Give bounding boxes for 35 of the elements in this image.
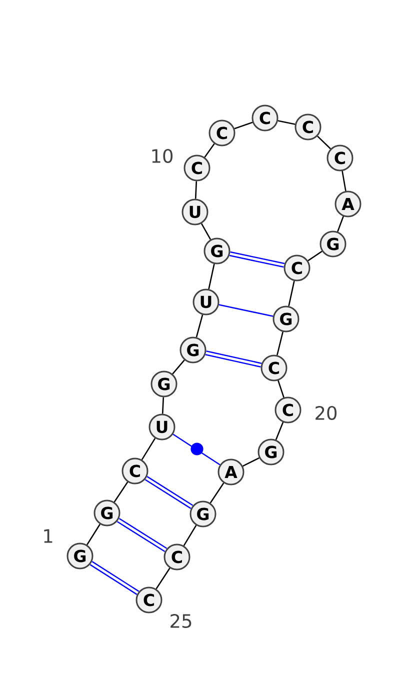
position-number: 20 bbox=[316, 406, 337, 420]
backbone-line bbox=[162, 397, 164, 414]
backbone-line bbox=[288, 280, 295, 306]
backbone-line bbox=[342, 170, 346, 192]
backbone-line bbox=[234, 122, 253, 130]
backbone-line bbox=[183, 525, 197, 546]
base-pair-line bbox=[90, 561, 140, 595]
base-pair-line bbox=[229, 251, 285, 268]
backbone-line bbox=[204, 143, 215, 158]
position-number: 25 bbox=[170, 614, 192, 628]
backbone-line bbox=[200, 223, 212, 240]
backbone-line bbox=[172, 360, 185, 374]
position-number: 10 bbox=[152, 149, 173, 163]
backbone-line bbox=[210, 482, 224, 504]
backbone-line bbox=[242, 457, 260, 467]
base-pair-line bbox=[144, 476, 194, 509]
backbone-line bbox=[317, 136, 331, 150]
backbone-line bbox=[208, 264, 215, 290]
backbone-line bbox=[194, 181, 198, 199]
backbone-line bbox=[86, 524, 100, 546]
base-pair-line bbox=[116, 518, 168, 552]
backbone-line bbox=[278, 120, 296, 125]
backbone-line bbox=[275, 422, 284, 440]
backbone-line bbox=[114, 482, 128, 502]
position-number: 1 bbox=[44, 529, 52, 543]
backbone-line bbox=[278, 380, 284, 398]
base-pair-line bbox=[218, 304, 274, 317]
backbone-line bbox=[141, 438, 156, 460]
base-pair-line bbox=[172, 434, 220, 466]
backbone-line bbox=[337, 216, 344, 232]
backbone-line bbox=[196, 314, 204, 338]
base-pair-line bbox=[205, 350, 262, 368]
backbone-line bbox=[276, 332, 284, 356]
backbone-line bbox=[308, 250, 322, 262]
backbone-line bbox=[156, 568, 170, 590]
